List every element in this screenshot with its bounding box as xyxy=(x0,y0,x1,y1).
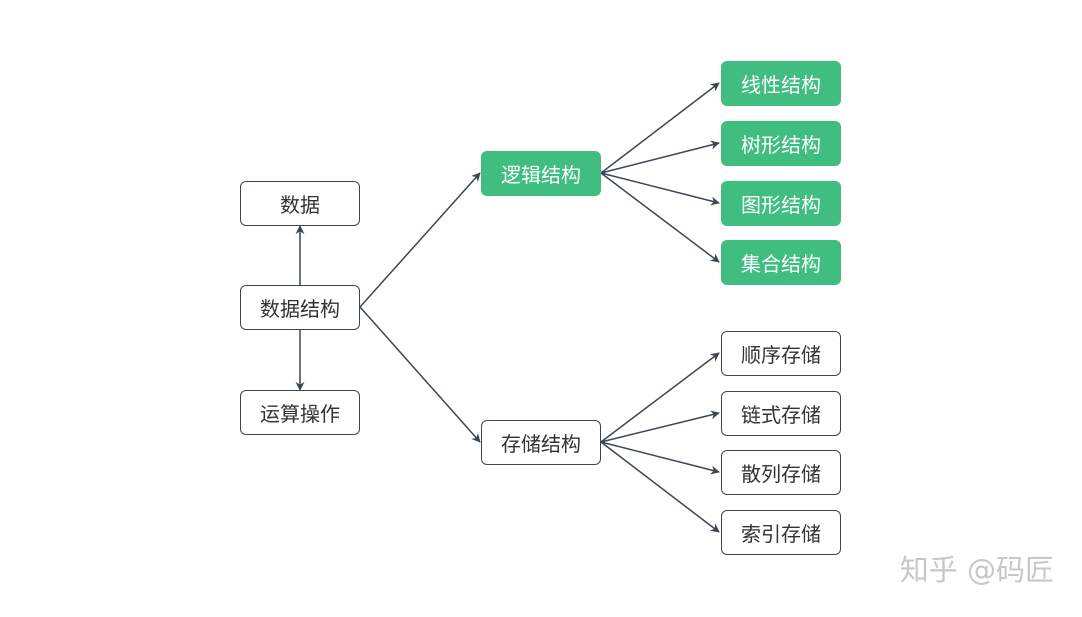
edge-data-structure-to-logical xyxy=(359,172,481,308)
node-operations: 运算操作 xyxy=(240,390,360,435)
edge-logical-to-tree xyxy=(600,140,720,174)
node-sequential-storage: 顺序存储 xyxy=(721,331,841,376)
node-index-storage: 索引存储 xyxy=(721,510,841,555)
node-storage-structure: 存储结构 xyxy=(481,420,601,465)
edge-logical-to-set xyxy=(600,172,720,263)
edge-logical-to-graph xyxy=(600,172,720,206)
edge-storage-to-index xyxy=(600,441,720,533)
node-linked-storage-label: 链式存储 xyxy=(741,403,821,427)
node-index-storage-label: 索引存储 xyxy=(741,522,821,546)
node-storage-structure-label: 存储结构 xyxy=(501,432,581,456)
edge-storage-to-linked xyxy=(600,410,720,443)
node-linear-structure: 线性结构 xyxy=(721,61,841,106)
node-data-structure: 数据结构 xyxy=(240,285,360,330)
edge-storage-to-sequential xyxy=(600,352,720,443)
edge-data-structure-to-storage xyxy=(359,306,481,443)
node-hash-storage-label: 散列存储 xyxy=(741,462,821,486)
node-logical-structure: 逻辑结构 xyxy=(481,151,601,196)
node-set-structure: 集合结构 xyxy=(721,240,841,285)
node-linked-storage: 链式存储 xyxy=(721,391,841,436)
node-linear-structure-label: 线性结构 xyxy=(741,73,821,97)
node-sequential-storage-label: 顺序存储 xyxy=(741,343,821,367)
node-operations-label: 运算操作 xyxy=(260,402,340,426)
node-logical-structure-label: 逻辑结构 xyxy=(501,163,581,187)
node-tree-structure: 树形结构 xyxy=(721,121,841,166)
edge-logical-to-linear xyxy=(600,82,720,174)
watermark: 知乎 @码匠 xyxy=(899,553,1054,587)
node-graph-structure: 图形结构 xyxy=(721,181,841,226)
node-data-structure-label: 数据结构 xyxy=(260,297,340,321)
node-hash-storage: 散列存储 xyxy=(721,450,841,495)
node-set-structure-label: 集合结构 xyxy=(741,252,821,276)
node-tree-structure-label: 树形结构 xyxy=(741,133,821,157)
node-graph-structure-label: 图形结构 xyxy=(741,193,821,217)
node-data: 数据 xyxy=(240,181,360,226)
node-data-label: 数据 xyxy=(280,193,320,217)
edge-storage-to-hash xyxy=(600,441,720,475)
